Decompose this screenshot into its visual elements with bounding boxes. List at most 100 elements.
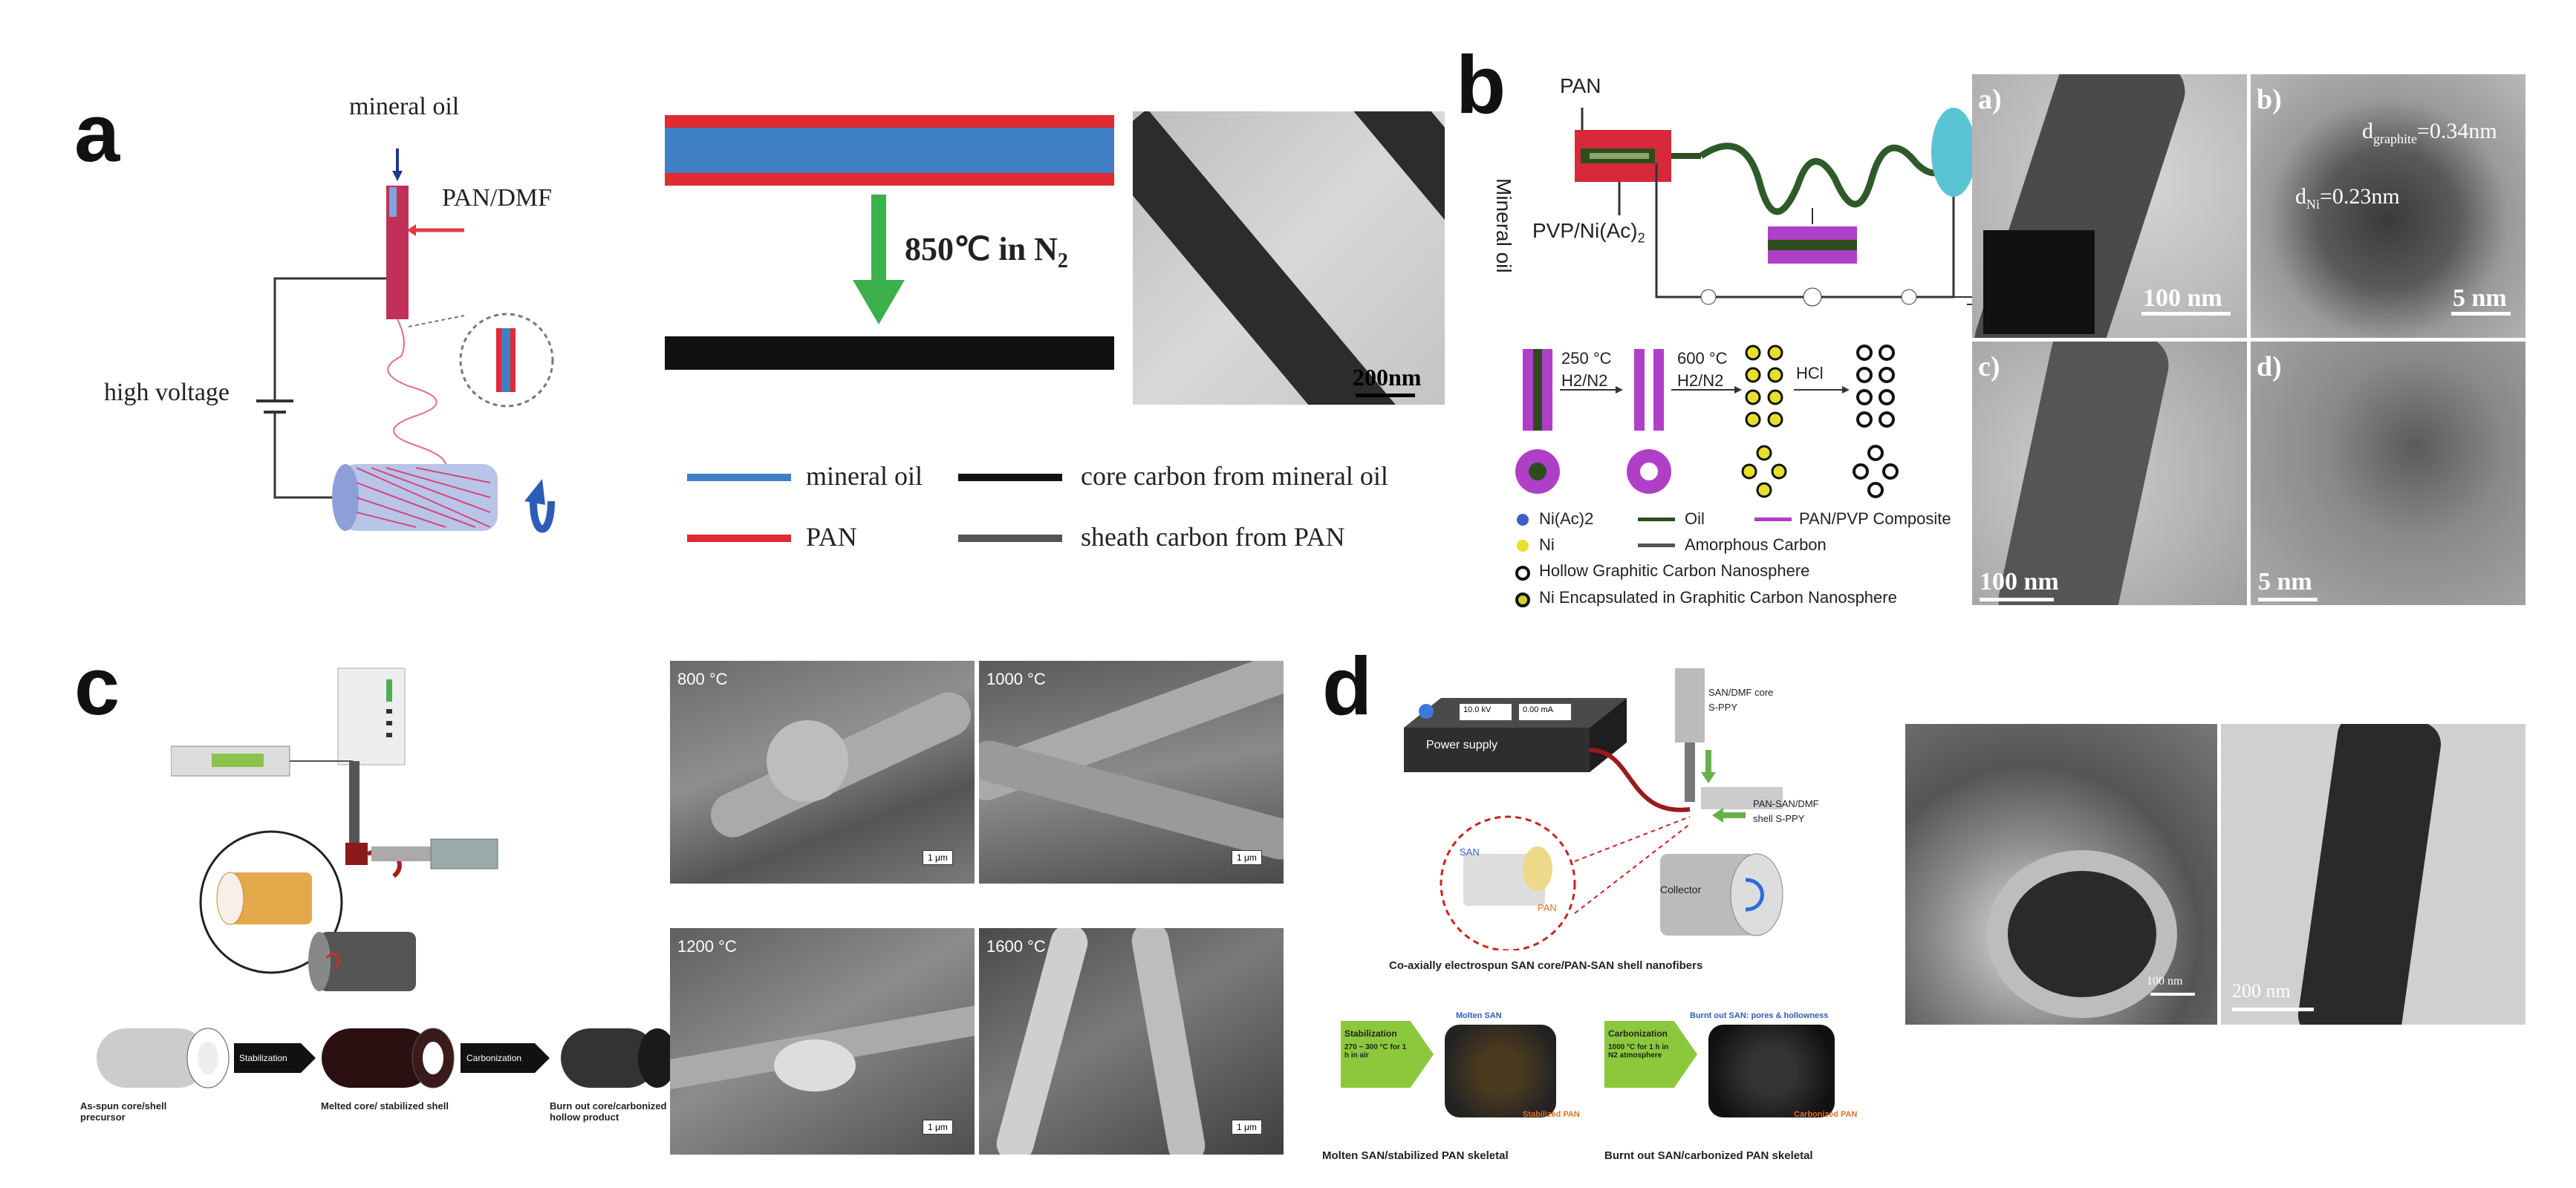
power-supply-label: Power supply [1426, 739, 1498, 751]
bottom-caption-burnt: Burnt out SAN/carbonized PAN skeletal [1604, 1149, 1813, 1162]
legend-dot-ni [1517, 540, 1529, 552]
sem-800-scale: 1 μm [923, 850, 953, 865]
sem-1000-temp: 1000 °C [986, 670, 1046, 688]
legend-dot-nias [1517, 514, 1529, 526]
legend-swatch-mineral-oil [687, 474, 791, 481]
mineral-oil-label: mineral oil [349, 93, 460, 120]
sem-1600-scale: 1 μm [1232, 1120, 1262, 1135]
legend-swatch-pan [687, 535, 791, 542]
caption-precursor: As-spun core/shell precursor [80, 1100, 167, 1123]
legend-swatch-sheath-carbon [958, 535, 1062, 542]
tem-a-scale: 100 nm [2143, 284, 2222, 312]
pan-label: PAN [1560, 74, 1601, 97]
tem-b-ni-spacing: dNi=0.23nm [2295, 184, 2400, 212]
legend-label-ni-encapsulated: Ni Encapsulated in Graphitic Carbon Nano… [1539, 588, 1897, 607]
current-readout: 0.00 mA [1523, 705, 1553, 714]
carbonized-pan-label: Carbonized PAN [1794, 1110, 1858, 1119]
tem-b-scale: 5 nm [2453, 284, 2507, 312]
legend-label-core-carbon: core carbon from mineral oil [1081, 461, 1388, 491]
pan-label-d: PAN [1538, 902, 1557, 913]
step-600-temp: 600 °C [1677, 349, 1728, 368]
legend-label-pan-pvp: PAN/PVP Composite [1799, 509, 1951, 528]
fiber-after-diagram [665, 336, 1114, 370]
voltage-readout: 10.0 kV [1463, 705, 1492, 714]
carbonization-label: Carbonization [1608, 1028, 1668, 1039]
stabilization-arrow [1341, 1021, 1434, 1088]
panel-a-letter: a [74, 88, 120, 179]
tem-scale-label: 200nm [1353, 364, 1422, 391]
sem-1600-temp: 1600 °C [986, 937, 1046, 956]
step-600-gas: H2/N2 [1677, 371, 1724, 390]
panel-d-tem-image: 200 nm [2221, 724, 2525, 1025]
stabilization-label: Stabilization [1344, 1028, 1397, 1039]
bottom-caption-molten: Molten SAN/stabilized PAN skeletal [1322, 1149, 1509, 1162]
panel-c-setup-illustration [171, 668, 498, 991]
sem-d-scale: 100 nm [2147, 975, 2183, 988]
panel-b-coaxial-setup [1575, 108, 1976, 307]
legend-label-oil: Oil [1685, 509, 1705, 528]
panel-c-sem-1200: 1200 °C 1 μm [670, 928, 975, 1155]
step-250-temp: 250 °C [1561, 349, 1612, 368]
burnt-out-label: Burnt out SAN: pores & hollowness [1690, 1011, 1829, 1020]
high-voltage-label: high voltage [104, 379, 230, 406]
panel-c-sem-800: 800 °C 1 μm [670, 661, 975, 884]
pvp-nias-label: PVP/Ni(Ac)2 [1532, 219, 1645, 246]
tem-c-tag: c) [1978, 351, 2000, 382]
panel-a-electrospinning-setup [256, 148, 555, 533]
step-stabilization: Stabilization [239, 1053, 287, 1063]
legend-label-amorphous: Amorphous Carbon [1685, 535, 1827, 554]
sem-1200-scale: 1 μm [923, 1120, 953, 1135]
panel-c-sem-1600: 1600 °C 1 μm [979, 928, 1284, 1155]
legend-label-hollow: Hollow Graphitic Carbon Nanosphere [1539, 561, 1810, 580]
legend-label-mineral-oil: mineral oil [806, 461, 923, 491]
pan-dmf-label: PAN/DMF [442, 184, 553, 212]
legend-line-amorphous [1638, 544, 1675, 547]
panel-a-tem-image: 200nm [1133, 111, 1445, 405]
legend-line-oil [1638, 518, 1675, 521]
setup-caption: Co-axially electrospun SAN core/PAN-SAN … [1389, 959, 1703, 972]
panel-b-tem-d: d) 5 nm [2251, 342, 2525, 605]
panel-b-tem-c: c) 100 nm [1972, 342, 2247, 605]
step-250-gas: H2/N2 [1561, 371, 1608, 390]
down-arrow-icon [853, 195, 905, 324]
fiber-before-diagram [665, 115, 1114, 186]
tem-c-scale: 100 nm [1980, 568, 2059, 595]
legend-ring-ni-encapsulated [1515, 593, 1530, 607]
collector-label: Collector [1660, 884, 1702, 895]
tem-d-tag: d) [2257, 351, 2282, 382]
panel-d-letter: d [1322, 641, 1373, 732]
tem-a-tag: a) [1978, 84, 2002, 115]
legend-line-pan-pvp [1754, 518, 1792, 521]
mineral-oil-vertical-label: Mineral oil [1492, 178, 1515, 273]
legend-label-pan: PAN [806, 522, 857, 552]
caption-hollow: Burn out core/carbonized hollow product [550, 1100, 667, 1123]
caption-stabilized: Melted core/ stabilized shell [321, 1100, 449, 1112]
legend-swatch-core-carbon [958, 474, 1062, 481]
legend-label-ni: Ni [1539, 535, 1555, 554]
panel-c-stage-diagram [97, 1028, 677, 1089]
shell-label: PAN-SAN/DMF [1753, 798, 1819, 809]
burnt-out-product [1708, 1025, 1835, 1117]
sem-1200-temp: 1200 °C [677, 937, 737, 956]
stabilization-conditions: 270 ~ 300 °C for 1 h in air [1344, 1043, 1407, 1060]
step-hcl: HCl [1796, 364, 1824, 382]
panel-b-tem-a: a) 100 nm [1972, 74, 2247, 338]
sem-800-temp: 800 °C [677, 670, 728, 688]
sem-1000-scale: 1 μm [1232, 850, 1262, 865]
core-sub: S-PPY [1708, 702, 1738, 713]
tem-d-scale-bar: 200 nm [2232, 980, 2291, 1002]
panel-b-letter: b [1456, 39, 1506, 131]
molten-san-label: Molten SAN [1456, 1011, 1502, 1020]
panel-b-tem-b: b) dgraphite=0.34nm dNi=0.23nm 5 nm [2251, 74, 2525, 338]
san-label: SAN [1460, 846, 1480, 858]
molten-san-product [1445, 1025, 1556, 1117]
panel-d-sem-image: 100 nm [1905, 724, 2217, 1025]
step-carbonization: Carbonization [466, 1053, 522, 1063]
panel-c-sem-1000: 1000 °C 1 μm [979, 661, 1284, 884]
core-label: SAN/DMF core [1708, 687, 1774, 698]
stabilized-pan-label: Stabilized PAN [1523, 1110, 1580, 1119]
panel-b-process-diagram [1515, 345, 1899, 498]
panel-c-letter: c [74, 641, 120, 732]
tem-b-tag: b) [2257, 84, 2282, 115]
shell-sub: shell S-PPY [1753, 813, 1805, 824]
